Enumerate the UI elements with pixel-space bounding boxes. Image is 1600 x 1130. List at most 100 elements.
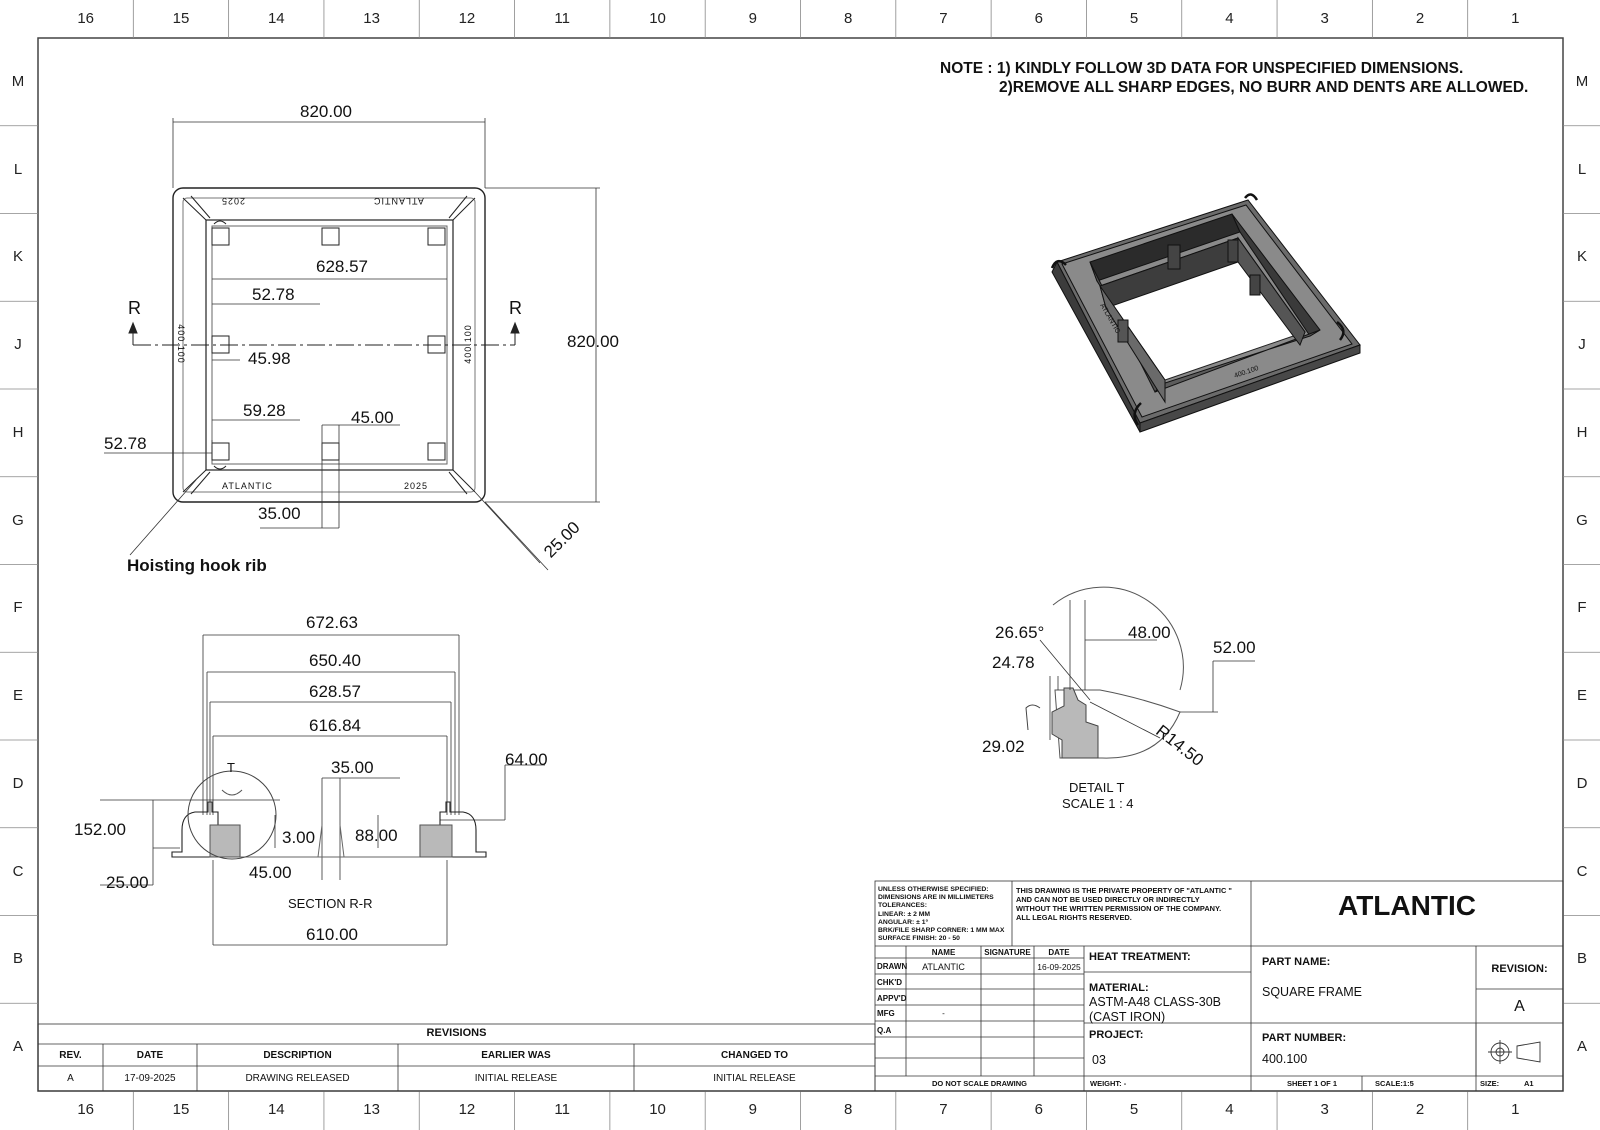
zone-column-label: 10 <box>649 10 666 27</box>
frame-text-right: 400.100 <box>462 324 473 364</box>
rev-row-description: DRAWING RELEASED <box>245 1073 350 1084</box>
spec-line: LINEAR: ± 2 MM <box>878 910 931 918</box>
hoisting-hook-label: Hoisting hook rib <box>127 556 267 575</box>
dim-d1: 52.78 <box>252 285 295 304</box>
zone-column-label: 14 <box>267 1101 285 1118</box>
material-label: MATERIAL: <box>1089 982 1149 994</box>
zone-column-label: 14 <box>267 10 285 27</box>
sig-role-approved: APPV'D <box>877 994 907 1003</box>
dim-sec-b: 650.40 <box>309 651 361 670</box>
zone-row-label: K <box>1576 248 1587 266</box>
zone-row-label: H <box>12 423 24 441</box>
sig-name-drawn: ATLANTIC <box>922 962 965 972</box>
part-number-label: PART NUMBER: <box>1262 1032 1347 1044</box>
zone-column-label: 1 <box>1511 10 1520 27</box>
weight: WEIGHT: - <box>1090 1079 1127 1088</box>
zone-row-label: C <box>1576 862 1588 880</box>
dim-sec-d: 616.84 <box>309 716 361 735</box>
zone-column-label: 12 <box>458 1101 476 1118</box>
dim-d3: 59.28 <box>243 401 286 420</box>
sig-name-mfg: - <box>942 1009 945 1018</box>
do-not-scale: DO NOT SCALE DRAWING <box>932 1079 1027 1088</box>
zone-column-label: 11 <box>554 1101 570 1118</box>
dim-sec-g: 152.00 <box>74 820 126 839</box>
dim-det-b: 52.00 <box>1213 638 1256 657</box>
zone-column-label: 5 <box>1129 1101 1139 1118</box>
dim-inner: 628.57 <box>316 257 368 276</box>
zone-row-label: M <box>1575 72 1589 90</box>
zone-column-label: 6 <box>1034 10 1043 27</box>
zone-row-label: E <box>12 687 23 705</box>
spec-line: DIMENSIONS ARE IN MILLIMETERS <box>878 894 994 902</box>
property-line: AND CAN NOT BE USED DIRECTLY OR INDIRECT… <box>1016 895 1200 904</box>
dim-d6: 35.00 <box>258 504 301 523</box>
frame-text-bottom-left: ATLANTIC <box>222 481 273 491</box>
zone-column-label: 16 <box>77 1101 94 1118</box>
title-block-lines <box>874 880 1564 1092</box>
dim-sec-k: 25.00 <box>106 873 149 892</box>
section-mark-right: R <box>509 298 522 318</box>
rev-header-description: DESCRIPTION <box>263 1050 332 1061</box>
sig-role-drawn: DRAWN <box>877 962 908 971</box>
tolerance-spec: UNLESS OTHERWISE SPECIFIED: DIMENSIONS A… <box>878 886 1004 943</box>
zone-column-label: 2 <box>1415 1101 1425 1118</box>
zone-column-label: 8 <box>843 10 853 27</box>
sig-role-checked: CHK'D <box>877 978 903 987</box>
frame-text-top-right: ATLANTIC <box>373 196 424 206</box>
zone-row-label: D <box>12 774 24 792</box>
sig-role-qa: Q.A <box>877 1026 892 1035</box>
frame-text-top-left: 2025 <box>221 196 246 206</box>
dim-det-a: 48.00 <box>1128 623 1171 642</box>
dim-sec-j: 45.00 <box>249 863 292 882</box>
dim-top-width: 820.00 <box>300 102 352 121</box>
revision-label: REVISION: <box>1491 963 1548 975</box>
section-mark-left: R <box>128 298 141 318</box>
sig-header-date: DATE <box>1048 948 1070 957</box>
section-title: SECTION R-R <box>288 896 373 911</box>
revision-value: A <box>1514 998 1525 1015</box>
zone-column-label: 12 <box>458 10 476 27</box>
iso-view <box>1050 193 1361 433</box>
dim-sec-l: 610.00 <box>306 925 358 944</box>
zone-column-label: 3 <box>1320 10 1329 27</box>
zone-column-label: 9 <box>748 1101 758 1118</box>
property-notice: THIS DRAWING IS THE PRIVATE PROPERTY OF … <box>1016 886 1232 922</box>
rev-row-rev: A <box>67 1073 74 1084</box>
dim-sec-e: 35.00 <box>331 758 374 777</box>
project-label: PROJECT: <box>1089 1029 1144 1041</box>
zone-column-label: 13 <box>363 1101 380 1118</box>
dim-sec-c: 628.57 <box>309 682 361 701</box>
property-line: THIS DRAWING IS THE PRIVATE PROPERTY OF … <box>1016 886 1232 895</box>
zone-column-label: 6 <box>1034 1101 1043 1118</box>
zone-column-label: 2 <box>1415 10 1425 27</box>
zone-row-label: J <box>14 336 22 354</box>
dim-det-d: 29.02 <box>982 737 1025 756</box>
material-line-1: ASTM-A48 CLASS-30B <box>1089 995 1221 1009</box>
size-label: SIZE: <box>1480 1079 1500 1088</box>
dim-sec-i: 88.00 <box>355 826 398 845</box>
spec-line: ANGULAR: ± 1° <box>878 918 929 926</box>
zone-column-label: 13 <box>363 10 380 27</box>
zone-row-label: C <box>12 862 24 880</box>
part-name-value: SQUARE FRAME <box>1262 985 1363 999</box>
zone-row-label: G <box>1576 511 1588 529</box>
dim-sec-f: 64.00 <box>505 750 548 769</box>
detail-scale: SCALE 1 : 4 <box>1062 796 1134 811</box>
rev-header-earlier: EARLIER WAS <box>481 1050 551 1061</box>
zone-column-label: 15 <box>172 10 190 27</box>
rev-row-date: 17-09-2025 <box>124 1073 176 1084</box>
frame-text-bottom-right: 2025 <box>404 481 429 491</box>
zone-column-label: 4 <box>1225 10 1234 27</box>
zone-row-label: F <box>1577 599 1587 617</box>
zone-row-label: K <box>12 248 23 266</box>
rev-header-changed: CHANGED TO <box>720 1050 789 1061</box>
note-line-2: 2)REMOVE ALL SHARP EDGES, NO BURR AND DE… <box>999 79 1529 96</box>
revisions-title: REVISIONS <box>426 1027 487 1039</box>
dim-d4: 45.00 <box>351 408 394 427</box>
zone-row-label: M <box>11 72 25 90</box>
rev-header-rev: REV. <box>59 1050 82 1061</box>
zone-row-label: F <box>13 599 23 617</box>
zone-column-label: 11 <box>554 10 570 27</box>
zone-column-label: 1 <box>1511 1101 1520 1118</box>
